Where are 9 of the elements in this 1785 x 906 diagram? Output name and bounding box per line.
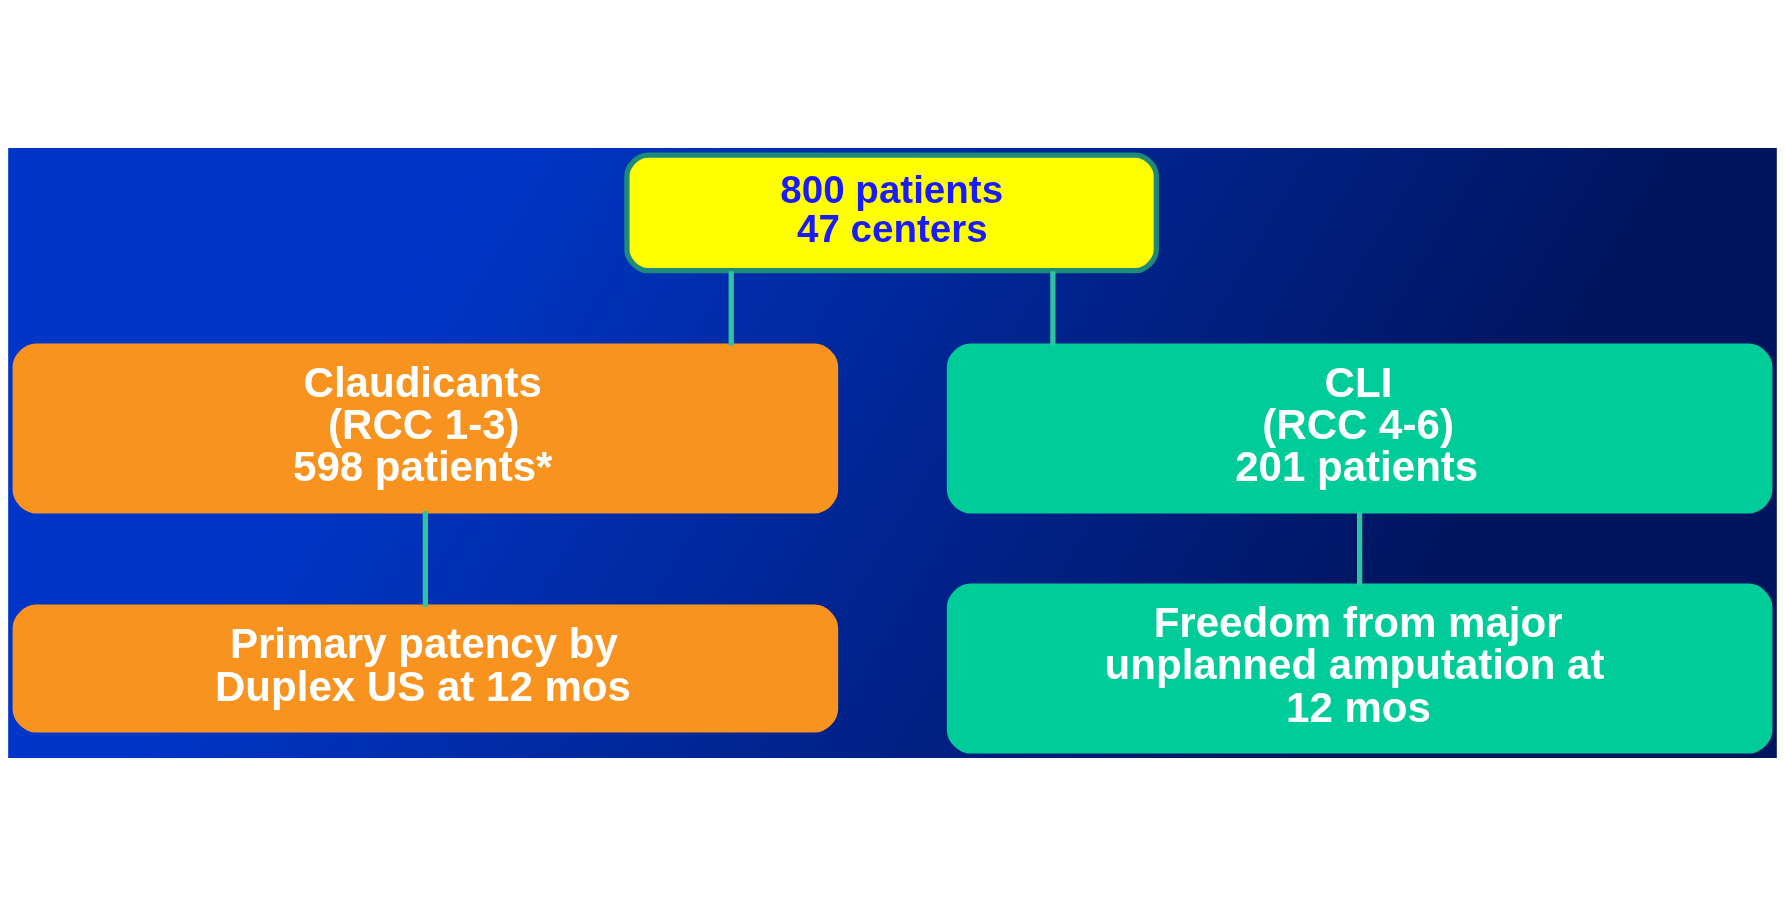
connector — [1050, 271, 1056, 346]
node-box: Primary patency by Duplex US at 12 mos — [12, 604, 839, 733]
node-box: Claudicants (RCC 1-3) 598 patients* — [12, 343, 839, 514]
node-box: Freedom from major unplanned amputation at 12 mos — [946, 583, 1773, 754]
connector — [1357, 511, 1363, 586]
node-box: 800 patients 47 centers — [624, 152, 1159, 274]
connector — [422, 511, 428, 608]
connector — [728, 271, 734, 346]
node-box: CLI (RCC 4-6) 201 patients — [946, 343, 1773, 514]
